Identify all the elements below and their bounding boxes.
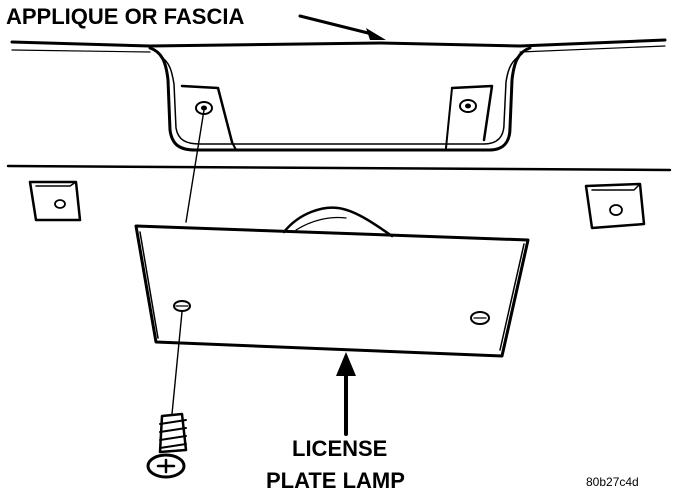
license-label-line-2: PLATE LAMP (266, 468, 405, 493)
alignment-line-upper (185, 109, 205, 223)
applique-or-fascia-label: APPLIQUE OR FASCIA (6, 4, 244, 29)
figure-code: 80b27c4d (586, 475, 639, 489)
license-plate-lamp (134, 206, 530, 358)
applique-leader-arrow (298, 14, 386, 40)
body-panel-edge (6, 164, 672, 172)
mounting-screw (146, 412, 188, 479)
left-body-bracket (28, 180, 82, 222)
applique-fascia-panel (10, 38, 667, 152)
lamp-leader-arrow (336, 352, 356, 436)
right-body-bracket (584, 182, 646, 230)
license-label-line-1: LICENSE (292, 436, 387, 461)
alignment-line-lower (171, 311, 183, 415)
right-screw-hole (459, 99, 477, 113)
